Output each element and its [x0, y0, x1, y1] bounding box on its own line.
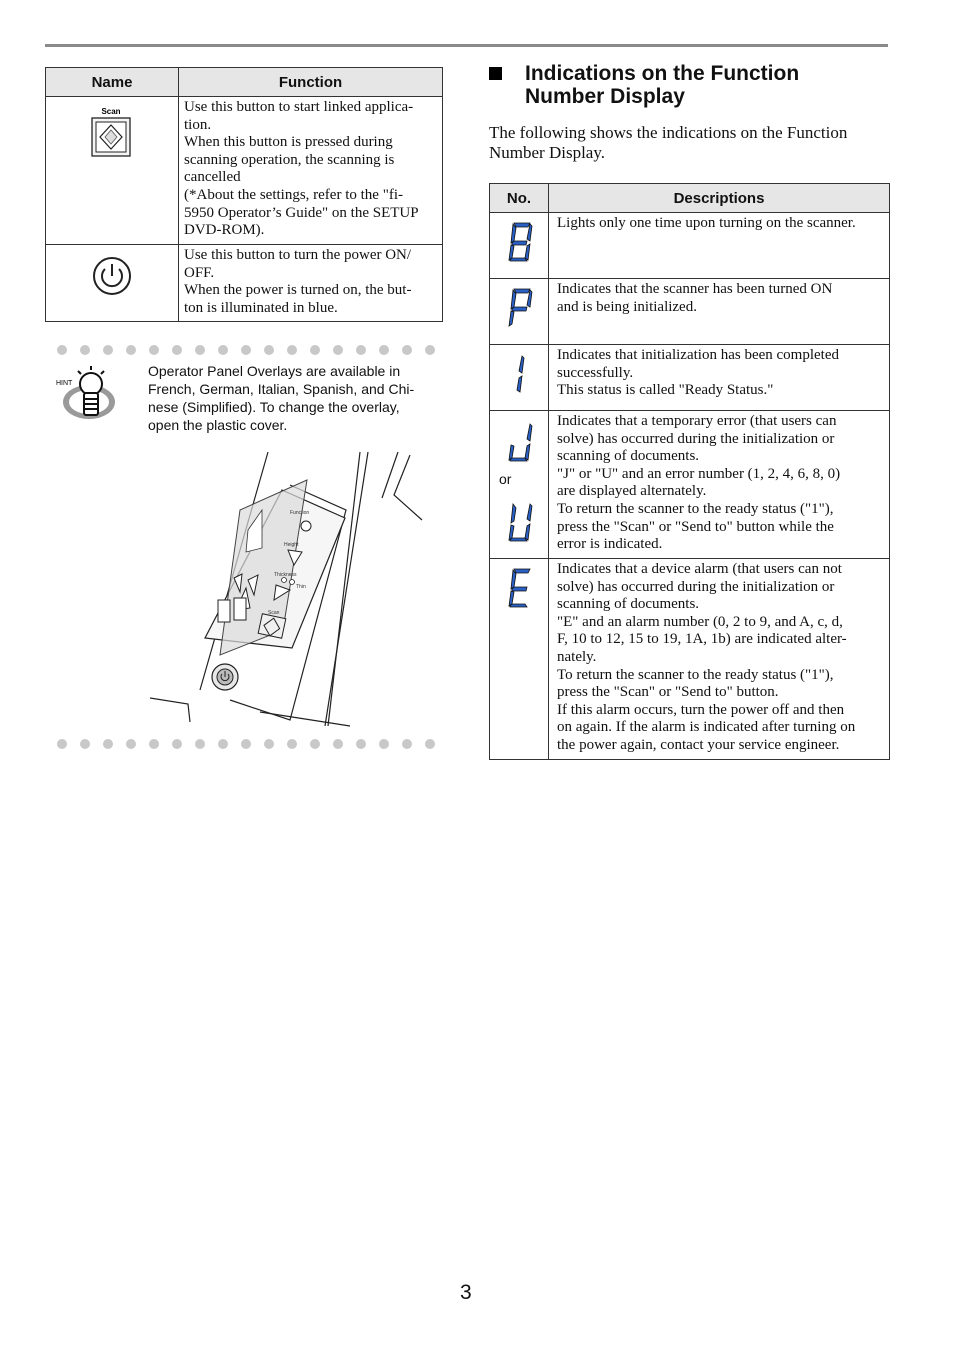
desc-line: "J" or "U" and an error number (1, 2, 4,… [557, 465, 841, 482]
scan-button-icon: Scan [91, 107, 131, 157]
desc-line: Indicates that initialization has been c… [557, 347, 839, 363]
hint-line: nese (Simplified). To change the overlay… [148, 399, 400, 415]
buttons-table: Name Function Scan Use this button to st… [45, 67, 443, 323]
indication-symbol-cell [489, 558, 549, 760]
desc-line: successfully. [557, 364, 634, 381]
desc-line: (*About the settings, refer to the "fi- [184, 186, 403, 203]
indication-description: Indicates that the scanner has been turn… [548, 278, 890, 345]
desc-line: press the "Scan" or "Send to" button whi… [557, 518, 834, 535]
intro-line: The following shows the indications on t… [489, 123, 848, 142]
scan-button-label: Scan [101, 107, 120, 116]
desc-line: When the power is turned on, the but- [184, 282, 412, 299]
illustration-thickness-label: Thickness [274, 572, 297, 578]
desc-line: Indicates that a temporary error (that u… [557, 413, 837, 429]
page-number: 3 [460, 1281, 472, 1304]
power-button-description: Use this button to turn the power ON/ OF… [178, 243, 443, 323]
top-rule [45, 44, 888, 47]
section-intro: The following shows the indications on t… [489, 123, 889, 163]
segment-p-icon [508, 288, 533, 327]
hint-line: Operator Panel Overlays are available in [148, 363, 401, 379]
power-button-icon [93, 257, 131, 295]
illustration-thin-label: Thin [296, 584, 306, 590]
hint-top-dot-rule [57, 345, 435, 355]
desc-line: Lights only one time upon turning on the… [557, 215, 856, 231]
indication-description: Indicates that a temporary error (that u… [548, 410, 890, 559]
desc-line: scanning operation, the scanning is [184, 151, 395, 168]
or-label: or [499, 471, 512, 487]
indication-description: Indicates that a device alarm (that user… [548, 558, 890, 760]
segment-e-icon [508, 568, 531, 608]
desc-line: If this alarm occurs, turn the power off… [557, 701, 845, 718]
desc-line: Use this button to start linked applica- [184, 99, 414, 115]
table-row: or Indicates that a temporary error (tha… [489, 410, 890, 559]
section-title-line: Indications on the Function [525, 62, 800, 85]
desc-line: error is indicated. [557, 536, 663, 553]
desc-line: tion. [184, 116, 212, 133]
descriptions-column-header: Descriptions [548, 183, 890, 213]
table-row: Indicates that a device alarm (that user… [489, 558, 890, 760]
desc-line: and is being initialized. [557, 298, 697, 315]
desc-line: cancelled [184, 169, 241, 186]
power-button-cell [45, 243, 179, 323]
function-column-header: Function [178, 67, 443, 97]
indications-table: No. Descriptions Lights only one time up… [489, 183, 890, 760]
segment-j-icon [508, 423, 533, 462]
desc-line: scanning of documents. [557, 448, 700, 465]
desc-line: press the "Scan" or "Send to" button. [557, 684, 779, 701]
desc-line: on again. If the alarm is indicated afte… [557, 719, 856, 736]
desc-line: "E" and an alarm number (0, 2 to 9, and … [557, 613, 843, 630]
operator-panel-illustration: Function Height Thickness Thin Scan [150, 451, 423, 727]
desc-line: This status is called "Ready Status." [557, 382, 774, 399]
illustration-height-label: Height [284, 542, 299, 548]
hint-bottom-dot-rule [57, 739, 435, 749]
hint-text: Operator Panel Overlays are available in… [148, 362, 433, 434]
lightbulb-hint-icon: HINT [56, 366, 115, 419]
scan-button-cell: Scan [45, 96, 179, 245]
intro-line: Number Display. [489, 143, 605, 162]
table-row: Indicates that initialization has been c… [489, 344, 890, 411]
indication-description: Lights only one time upon turning on the… [548, 212, 890, 279]
desc-line: F, 10 to 12, 15 to 19, 1A, 1b) are indic… [557, 631, 847, 648]
indication-symbol-cell [489, 344, 549, 411]
indication-symbol-cell [489, 212, 549, 279]
table-row: Use this button to turn the power ON/ OF… [45, 243, 443, 323]
desc-line: Indicates that the scanner has been turn… [557, 281, 833, 297]
desc-line: scanning of documents. [557, 596, 700, 613]
indication-symbol-cell: or [489, 410, 549, 559]
name-column-header: Name [45, 67, 179, 97]
desc-line: When this button is pressed during [184, 134, 393, 151]
desc-line: OFF. [184, 264, 215, 281]
hint-label: HINT [56, 380, 73, 387]
table-row: Lights only one time upon turning on the… [489, 212, 890, 279]
desc-line: To return the scanner to the ready statu… [557, 666, 834, 683]
section-title-line: Number Display [525, 85, 685, 108]
indication-description: Indicates that initialization has been c… [548, 344, 890, 411]
desc-line: the power again, contact your service en… [557, 736, 840, 753]
desc-line: DVD-ROM). [184, 222, 265, 239]
table-row: Scan Use this button to start linked app… [45, 96, 443, 245]
illustration-scan-label: Scan [268, 610, 280, 616]
indication-symbol-cell [489, 278, 549, 345]
desc-line: ton is illuminated in blue. [184, 299, 338, 316]
no-column-header: No. [489, 183, 549, 213]
section-title: Indications on the Function Number Displ… [489, 62, 889, 108]
desc-line: solve) has occurred during the initializ… [557, 430, 835, 447]
hint-line: open the plastic cover. [148, 417, 288, 433]
scan-button-description: Use this button to start linked applica-… [178, 96, 443, 245]
desc-line: Use this button to turn the power ON/ [184, 247, 412, 263]
square-bullet-icon [489, 67, 502, 80]
segment-1-icon [516, 355, 525, 393]
illustration-function-label: Function [290, 510, 309, 516]
desc-line: To return the scanner to the ready statu… [557, 500, 834, 517]
desc-line: 5950 Operator’s Guide" on the SETUP [184, 204, 419, 221]
segment-u-icon [508, 502, 533, 542]
desc-line: solve) has occurred during the initializ… [557, 578, 835, 595]
desc-line: Indicates that a device alarm (that user… [557, 561, 842, 577]
desc-line: nately. [557, 648, 597, 665]
table-row: Indicates that the scanner has been turn… [489, 278, 890, 345]
segment-8-icon [508, 222, 533, 262]
desc-line: are displayed alternately. [557, 483, 707, 500]
hint-line: French, German, Italian, Spanish, and Ch… [148, 381, 415, 397]
